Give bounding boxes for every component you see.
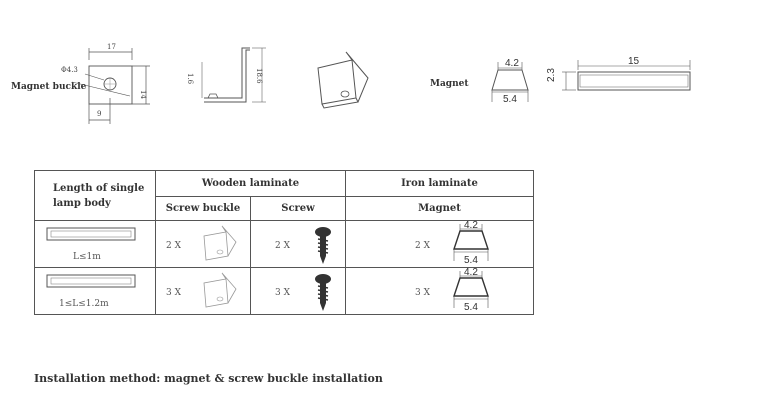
magnet-cell: 3 X 4.2 5.4 xyxy=(345,267,535,315)
magnet-buckle-plan-drawing: 17 14 Φ4.3 9 xyxy=(61,43,150,124)
length-header: Length of single lamp body xyxy=(53,182,145,209)
magnet-cell: 2 X 4.2 5.4 xyxy=(345,220,535,268)
screw-subheader: Screw xyxy=(249,196,347,221)
magnet-subheader: Magnet xyxy=(345,196,535,221)
screw-icon xyxy=(315,227,331,264)
screw-icon xyxy=(315,274,331,311)
length-cell: 1≤L≤1.2m xyxy=(34,267,156,315)
magnet-top-dim: 4.2 xyxy=(505,58,519,69)
buckle-offset-dim: 9 xyxy=(97,110,101,118)
table-row: L≤1m 2 X 2 X xyxy=(34,220,535,268)
length-header-cell: Length of single lamp body xyxy=(34,170,156,221)
buckle-cell: 2 X xyxy=(155,220,251,268)
magnet-bottom-dim: 5.4 xyxy=(503,94,517,105)
magnet-buckle-3d-drawing xyxy=(317,51,369,109)
length-label: 1≤L≤1.2m xyxy=(59,299,109,309)
magnet-label: Magnet xyxy=(430,79,469,89)
table-row: 1≤L≤1.2m 3 X 3 X xyxy=(34,267,535,315)
magnet-buckle-side-drawing: 1.6 18.6 xyxy=(186,47,266,103)
screw-buckle-subheader: Screw buckle xyxy=(155,196,251,221)
magnet-icon-bottom-dim: 5.4 xyxy=(464,302,478,313)
magnet-icon: 4.2 5.4 xyxy=(453,267,489,313)
lamp-body-icon xyxy=(46,227,136,241)
hole-diameter-dim: Φ4.3 xyxy=(61,66,78,74)
magnet-length-drawing: 15 2.3 xyxy=(546,56,691,91)
buckle-cell: 3 X xyxy=(155,267,251,315)
magnet-buckle-label: Magnet buckle xyxy=(11,82,87,92)
iron-laminate-header: Iron laminate xyxy=(345,170,535,197)
screw-cell: 3 X xyxy=(249,267,347,315)
buckle-height-dim: 14 xyxy=(139,90,147,99)
magnet-icon-top-dim: 4.2 xyxy=(464,267,478,278)
screw-buckle-icon xyxy=(203,225,237,261)
length-cell: L≤1m xyxy=(34,220,156,268)
lamp-body-icon xyxy=(46,274,136,288)
magnet-qty: 2 X xyxy=(415,241,431,251)
side-height-dim: 18.6 xyxy=(255,68,263,84)
magnet-icon-bottom-dim: 5.4 xyxy=(464,255,478,266)
screw-cell: 2 X xyxy=(249,220,347,268)
magnet-qty: 3 X xyxy=(415,288,431,298)
magnet-length-dim: 15 xyxy=(628,56,640,67)
installation-spec-table: Length of single lamp body Wooden lamina… xyxy=(34,170,535,315)
screw-qty: 2 X xyxy=(275,241,290,251)
magnet-icon: 4.2 5.4 xyxy=(453,220,489,266)
screw-qty: 3 X xyxy=(275,288,290,298)
installation-method-text: Installation method: magnet & screw buck… xyxy=(34,372,383,385)
buckle-qty: 3 X xyxy=(166,288,181,298)
magnet-icon-top-dim: 4.2 xyxy=(464,220,478,231)
buckle-qty: 2 X xyxy=(166,241,181,251)
wooden-laminate-header: Wooden laminate xyxy=(154,170,347,197)
side-small-dim: 1.6 xyxy=(186,73,194,85)
screw-buckle-icon xyxy=(203,272,237,308)
magnet-end-drawing: 4.2 5.4 xyxy=(491,58,529,105)
length-label: L≤1m xyxy=(73,252,101,262)
magnet-height-dim: 2.3 xyxy=(546,68,557,82)
buckle-width-dim: 17 xyxy=(107,43,116,51)
